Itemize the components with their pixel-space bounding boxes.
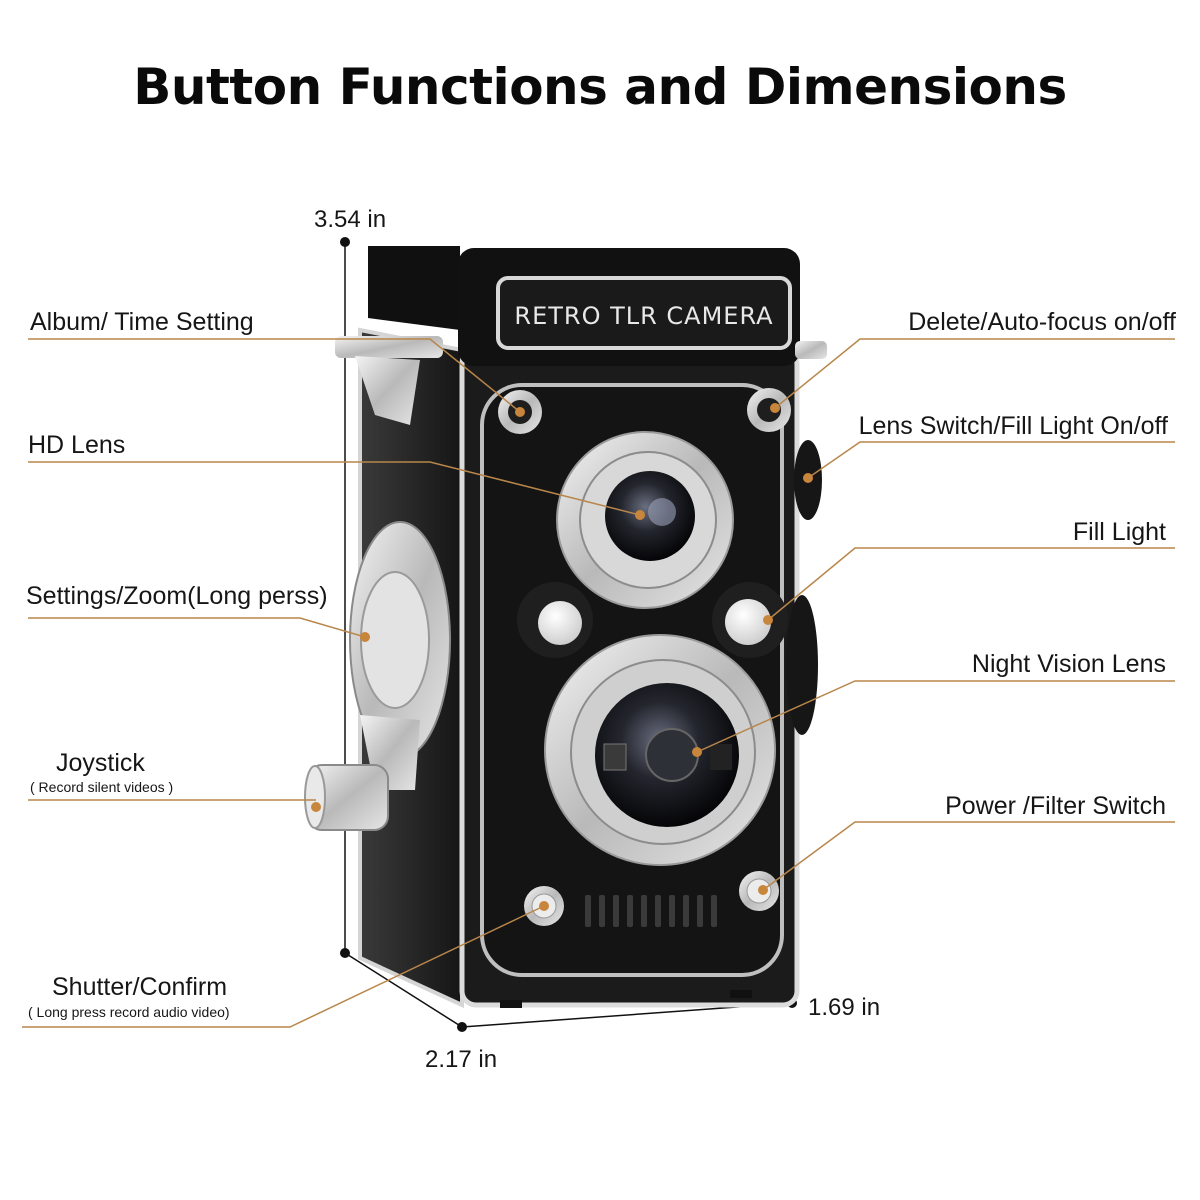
leader-fill-light: [767, 547, 1175, 621]
joystick-cap: [304, 765, 326, 829]
label-fill-light: Fill Light: [1072, 518, 1166, 546]
leader-hd-lens: [28, 461, 641, 516]
label-joystick-note: ( Record silent videos ): [30, 779, 174, 795]
leader-settings: [28, 617, 366, 638]
label-shutter-confirm: Shutter/Confirm: [52, 973, 228, 1001]
leader-shutter: [22, 905, 545, 1028]
camera-foot-right: [730, 990, 752, 998]
right-strap-lug: [795, 341, 827, 359]
label-lens-switch-fill-light: Lens Switch/Fill Light On/off: [858, 412, 1168, 440]
label-joystick: Joystick: [56, 749, 145, 777]
ir-sensor-left: [603, 743, 627, 771]
left-strap-lug: [335, 336, 443, 358]
height-dimension-label: 3.54 in: [314, 206, 387, 233]
brand-plate: [496, 276, 792, 350]
depth-dimension-label: 1.69 in: [808, 994, 881, 1021]
leader-end-dots: [311, 403, 813, 911]
speaker-grille: [585, 895, 717, 927]
label-hd-lens: HD Lens: [28, 431, 126, 459]
hd-lens-highlight: [648, 498, 676, 526]
leader-lines: [22, 338, 1175, 1028]
label-night-vision-lens: Night Vision Lens: [971, 650, 1166, 678]
fill-light: [725, 599, 771, 645]
settings-dial-inner: [360, 571, 430, 709]
camera-top-hood: [368, 246, 460, 330]
width-dimension-line: [344, 952, 463, 1028]
leader-album: [28, 338, 521, 413]
left-white-button: [538, 601, 582, 645]
ir-sensor-right: [710, 744, 732, 770]
label-shutter-note: ( Long press record audio video): [28, 1004, 230, 1020]
width-dimension-label: 2.17 in: [425, 1046, 498, 1073]
label-delete-autofocus: Delete/Auto-focus on/off: [908, 308, 1176, 336]
leader-power: [762, 821, 1175, 891]
leader-delete: [774, 338, 1175, 409]
label-power-filter-switch: Power /Filter Switch: [945, 792, 1166, 820]
leader-lens-switch: [807, 441, 1175, 479]
page-title: Button Functions and Dimensions: [133, 58, 1067, 116]
right-knob-lower: [786, 595, 818, 735]
brand-plate-text: RETRO TLR CAMERA: [514, 302, 773, 330]
label-album-time-setting: Album/ Time Setting: [30, 308, 254, 336]
camera-foot-left: [500, 1000, 522, 1008]
left-lug-bracket: [355, 356, 420, 425]
night-lens-center: [645, 728, 699, 782]
leader-night-vision: [696, 680, 1175, 753]
label-settings-zoom: Settings/Zoom(Long perss): [26, 582, 328, 610]
